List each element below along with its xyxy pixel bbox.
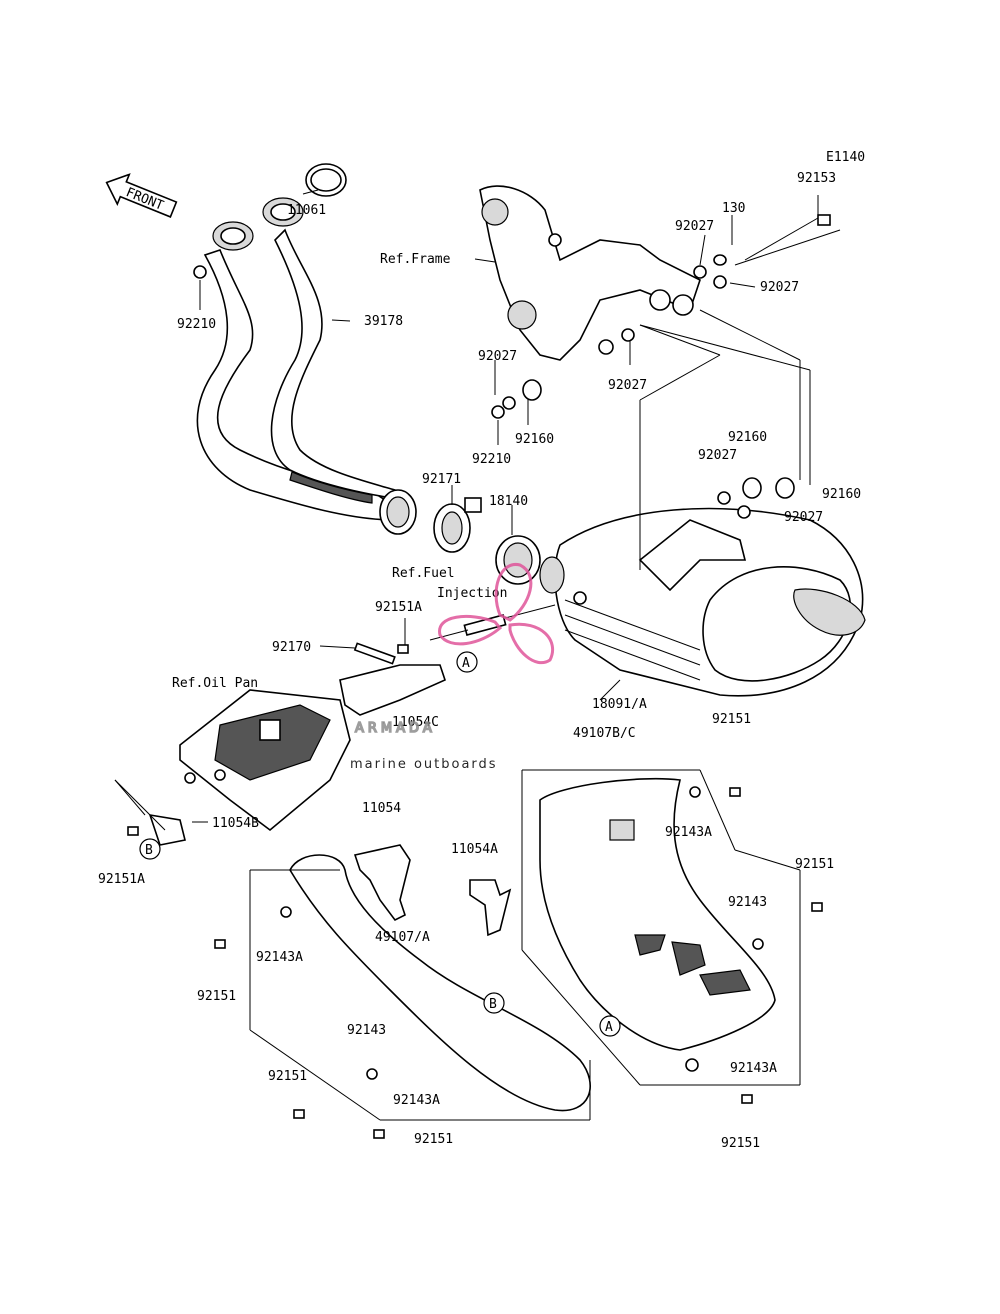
- label-92171: 92171: [422, 472, 461, 487]
- watermark-tagline: marine outboards: [350, 757, 498, 772]
- label-92027-b: 92027: [760, 280, 799, 295]
- propeller-logo: [438, 563, 555, 665]
- watermark-brand: ARMADA: [355, 721, 436, 736]
- bracket-11054A: [469, 879, 512, 937]
- label-ref-fuel-2: Injection: [437, 586, 507, 601]
- label-92027-f: 92027: [784, 510, 823, 525]
- label-92143A-a: 92143A: [665, 825, 712, 840]
- muffler-body: [539, 507, 866, 697]
- label-11061: 11061: [287, 203, 326, 218]
- callout-b-left: B: [139, 838, 161, 860]
- label-92143A-c: 92143A: [730, 1061, 777, 1076]
- label-92143-a: 92143: [728, 895, 767, 910]
- label-49107A: 49107/A: [375, 930, 430, 945]
- label-92151-d: 92151: [268, 1069, 307, 1084]
- header-pipe: [196, 197, 417, 535]
- fasteners: [127, 214, 841, 1139]
- label-11054A: 11054A: [451, 842, 498, 857]
- oil-pan: [179, 689, 351, 832]
- label-92151-a: 92151: [712, 712, 751, 727]
- label-92151-f: 92151: [721, 1136, 760, 1151]
- label-ref-frame: Ref.Frame: [380, 252, 451, 267]
- label-11054: 11054: [362, 801, 401, 816]
- plate-92170: [353, 642, 396, 665]
- part-labels: E1140 92153 130 92027 92027 11061 Ref.Fr…: [98, 150, 865, 1151]
- front-arrow-icon: FRONT: [105, 173, 178, 218]
- muffler-hanger: [638, 519, 747, 592]
- label-92027-a: 92027: [675, 219, 714, 234]
- svg-text:A: A: [605, 1020, 613, 1035]
- svg-text:B: B: [145, 843, 153, 858]
- heat-shield-upper: [539, 777, 776, 1051]
- bracket-11054C: [339, 664, 446, 716]
- label-92151-c: 92151: [197, 989, 236, 1004]
- watermark: ARMADA marine outboards: [350, 563, 555, 772]
- svg-text:A: A: [462, 656, 470, 671]
- label-18140: 18140: [489, 494, 528, 509]
- label-ref-fuel-1: Ref.Fuel: [392, 566, 455, 581]
- heat-shield-lower: [289, 854, 591, 1112]
- label-92027-e: 92027: [698, 448, 737, 463]
- label-130: 130: [722, 201, 745, 216]
- bracket-11054: [353, 844, 411, 922]
- label-92027-c: 92027: [478, 349, 517, 364]
- label-92143A-b: 92143A: [256, 950, 303, 965]
- frame-bracket: [479, 185, 701, 361]
- label-92160-c: 92160: [822, 487, 861, 502]
- label-92151-b: 92151: [795, 857, 834, 872]
- label-92210-a: 92210: [177, 317, 216, 332]
- bracket-11054B: [148, 813, 186, 846]
- label-92151A-a: 92151A: [375, 600, 422, 615]
- callout-a-top: A: [456, 651, 478, 673]
- label-ref-oil-pan: Ref.Oil Pan: [172, 676, 258, 691]
- label-39178: 39178: [364, 314, 403, 329]
- label-92143-b: 92143: [347, 1023, 386, 1038]
- label-92153: 92153: [797, 171, 836, 186]
- callout-a-lower: A: [599, 1015, 621, 1037]
- label-92151A-b: 92151A: [98, 872, 145, 887]
- label-92151-e: 92151: [414, 1132, 453, 1147]
- leader-lines: [114, 189, 819, 1121]
- label-92143A-d: 92143A: [393, 1093, 440, 1108]
- label-92160-b: 92160: [728, 430, 767, 445]
- label-11054B: 11054B: [212, 816, 259, 831]
- label-49107BC: 49107B/C: [573, 726, 636, 741]
- label-11054C: 11054C: [392, 715, 439, 730]
- label-92170: 92170: [272, 640, 311, 655]
- diagram-code: E1140: [826, 150, 865, 165]
- label-92027-d: 92027: [608, 378, 647, 393]
- label-18091A: 18091/A: [592, 697, 647, 712]
- svg-text:B: B: [489, 997, 497, 1012]
- label-92210-b: 92210: [472, 452, 511, 467]
- clamp-92171: [433, 497, 482, 553]
- callout-b-lower: B: [483, 992, 505, 1014]
- label-92160-a: 92160: [515, 432, 554, 447]
